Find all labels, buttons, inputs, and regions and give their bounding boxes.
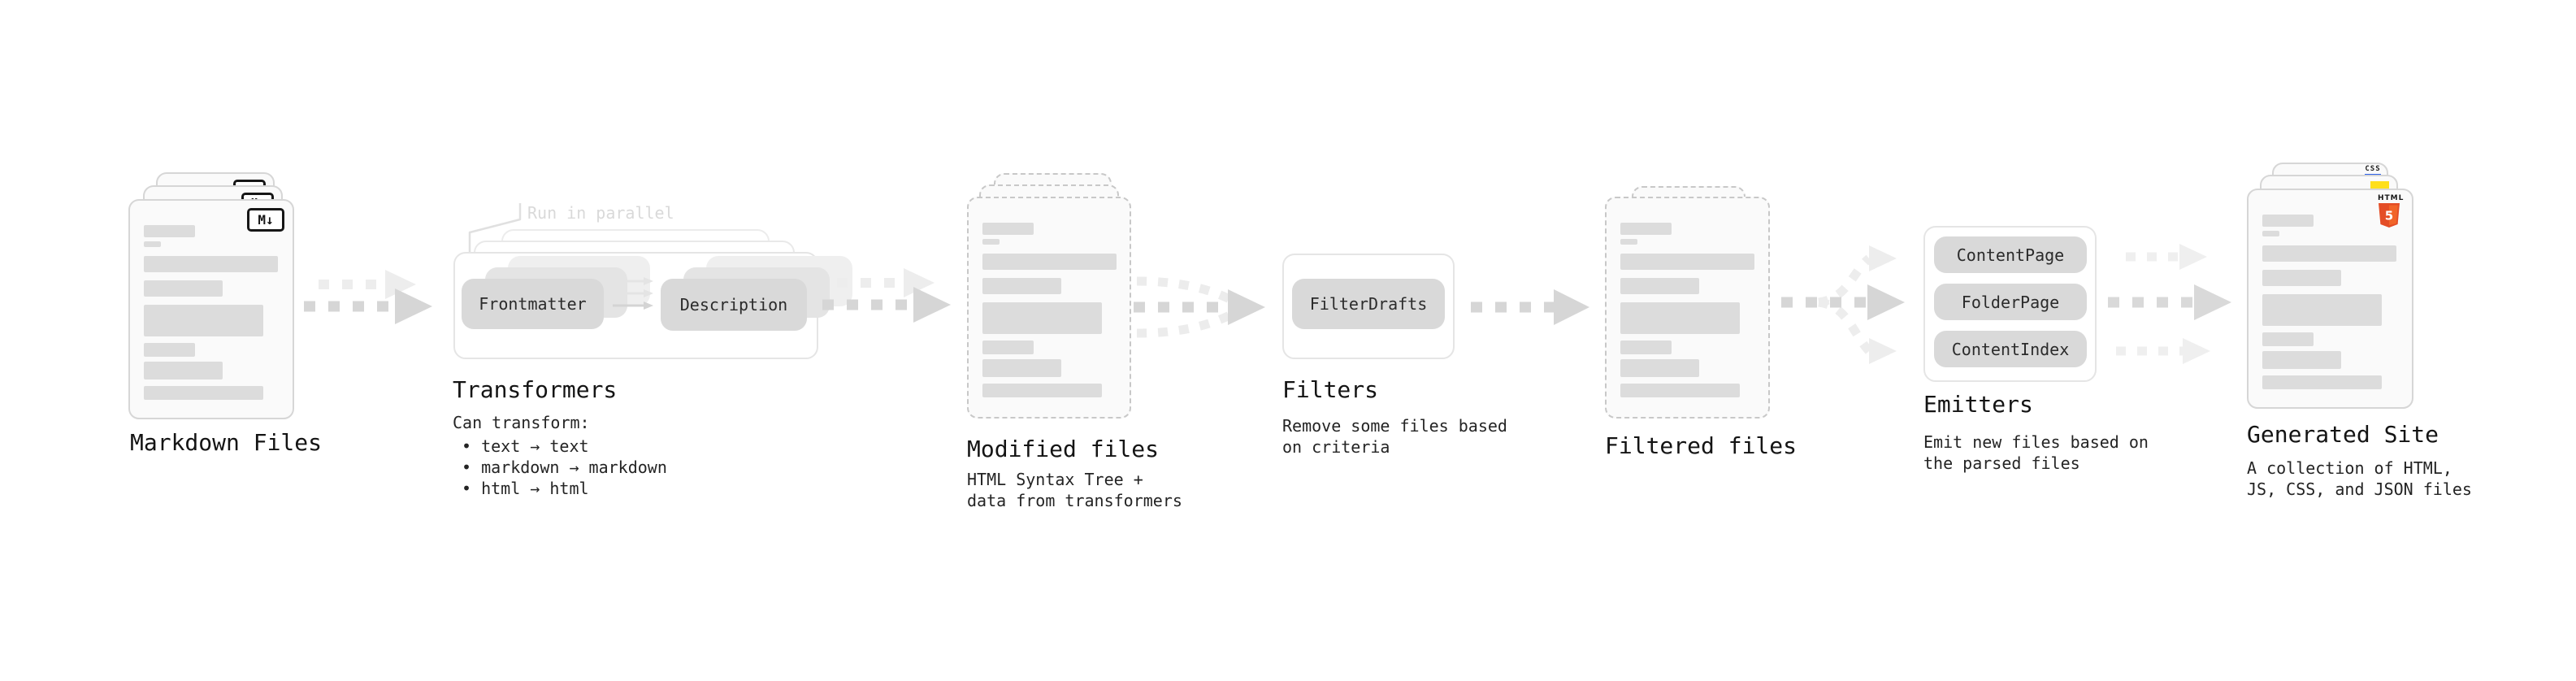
generated-site-desc: A collection of HTML, JS, CSS, and JSON … bbox=[2247, 458, 2472, 500]
placeholder-text-bar bbox=[982, 254, 1117, 270]
placeholder-text-bar bbox=[144, 280, 223, 297]
modified-desc-line-1: HTML Syntax Tree + bbox=[967, 470, 1143, 489]
html5-word: HTML bbox=[2378, 194, 2405, 202]
placeholder-text-bar bbox=[144, 225, 195, 237]
transformers-bullets: • text → text • markdown → markdown • ht… bbox=[462, 436, 667, 499]
arrow-filters-to-filtered bbox=[1471, 289, 1589, 325]
html5-icon: HTML 5 bbox=[2378, 194, 2405, 228]
placeholder-text-bar bbox=[1620, 302, 1740, 334]
filter-drafts-pill: FilterDrafts bbox=[1292, 279, 1445, 329]
run-in-parallel-note: Run in parallel bbox=[527, 203, 674, 223]
modified-file-card-front bbox=[967, 197, 1131, 419]
placeholder-text-bar bbox=[2262, 351, 2341, 369]
placeholder-text-bar bbox=[1620, 359, 1699, 377]
modified-files-title: Modified files bbox=[967, 436, 1160, 462]
arrow-modified-to-filters-merge bbox=[1134, 276, 1265, 338]
arrows-emitters-to-generated bbox=[2108, 244, 2231, 364]
emitters-desc: Emit new files based on the parsed files bbox=[1923, 432, 2149, 474]
arrow-filtered-to-emitters-split bbox=[1781, 245, 1905, 364]
html5-shield: 5 bbox=[2379, 203, 2400, 228]
transformer-frontmatter-pill: Frontmatter bbox=[462, 279, 604, 329]
markdown-file-card-front: M↓ bbox=[128, 199, 294, 419]
parallel-mini-arrows bbox=[613, 277, 653, 310]
arrow-markdown-to-transformers bbox=[304, 270, 432, 324]
placeholder-text-bar bbox=[982, 384, 1102, 397]
bullet-text-to-text: • text → text bbox=[462, 436, 589, 456]
filtered-file-card-front bbox=[1605, 197, 1770, 419]
emitter-folder-page-pill: FolderPage bbox=[1934, 284, 2087, 320]
placeholder-text-bar bbox=[1620, 223, 1672, 235]
placeholder-text-bar bbox=[1620, 384, 1740, 397]
emitters-desc-line-2: the parsed files bbox=[1923, 453, 2080, 473]
run-in-parallel-connector bbox=[468, 203, 522, 252]
bullet-html-to-html: • html → html bbox=[462, 479, 589, 498]
transformers-title: Transformers bbox=[453, 376, 618, 403]
placeholder-text-bar bbox=[2262, 332, 2314, 346]
filtered-files-title: Filtered files bbox=[1605, 432, 1798, 459]
transformers-desc-heading: Can transform: bbox=[453, 413, 590, 432]
generated-site-title: Generated Site bbox=[2247, 421, 2439, 448]
emitter-content-index-pill: ContentIndex bbox=[1934, 331, 2087, 367]
placeholder-text-bar bbox=[982, 278, 1061, 294]
transformer-description-pill: Description bbox=[661, 279, 807, 331]
modified-desc-line-2: data from transformers bbox=[967, 491, 1182, 510]
placeholder-text-bar bbox=[2262, 245, 2396, 262]
placeholder-text-bar bbox=[144, 256, 278, 272]
generated-file-card-front: HTML 5 bbox=[2247, 189, 2413, 409]
placeholder-text-bar bbox=[2262, 270, 2341, 286]
emitters-desc-line-1: Emit new files based on bbox=[1923, 432, 2149, 452]
emitter-content-page-pill: ContentPage bbox=[1934, 236, 2087, 273]
placeholder-text-bar bbox=[982, 223, 1034, 235]
placeholder-text-bar bbox=[144, 343, 195, 357]
generated-desc-line-2: JS, CSS, and JSON files bbox=[2247, 479, 2472, 499]
modified-files-desc: HTML Syntax Tree + data from transformer… bbox=[967, 469, 1182, 511]
placeholder-text-bar bbox=[982, 239, 1000, 245]
filters-title: Filters bbox=[1282, 376, 1379, 403]
placeholder-text-bar bbox=[2262, 215, 2314, 227]
arrow-transformers-to-modified bbox=[822, 268, 951, 323]
placeholder-text-bar bbox=[982, 340, 1034, 354]
bullet-markdown-to-markdown: • markdown → markdown bbox=[462, 458, 667, 477]
placeholder-text-bar bbox=[2262, 375, 2382, 389]
placeholder-text-bar bbox=[1620, 340, 1672, 354]
placeholder-text-bar bbox=[2262, 231, 2279, 236]
placeholder-text-bar bbox=[1620, 239, 1637, 245]
placeholder-text-bar bbox=[1620, 278, 1699, 294]
svg-text:5: 5 bbox=[2385, 209, 2393, 223]
placeholder-text-bar bbox=[2262, 294, 2382, 326]
placeholder-text-bar bbox=[144, 362, 223, 380]
placeholder-text-bar bbox=[1620, 254, 1754, 270]
placeholder-text-bar bbox=[144, 305, 263, 336]
filters-desc-line-1: Remove some files based bbox=[1282, 416, 1507, 436]
placeholder-text-bar bbox=[144, 386, 263, 400]
emitters-title: Emitters bbox=[1923, 391, 2033, 418]
generated-desc-line-1: A collection of HTML, bbox=[2247, 458, 2452, 478]
css-icon: CSS bbox=[2365, 165, 2381, 173]
markdown-files-title: Markdown Files bbox=[130, 429, 323, 456]
filters-desc-line-2: on criteria bbox=[1282, 437, 1390, 457]
filters-desc: Remove some files based on criteria bbox=[1282, 415, 1507, 458]
markdown-icon: M↓ bbox=[247, 208, 284, 232]
placeholder-text-bar bbox=[982, 359, 1061, 377]
placeholder-text-bar bbox=[982, 302, 1102, 334]
placeholder-text-bar bbox=[144, 241, 161, 247]
